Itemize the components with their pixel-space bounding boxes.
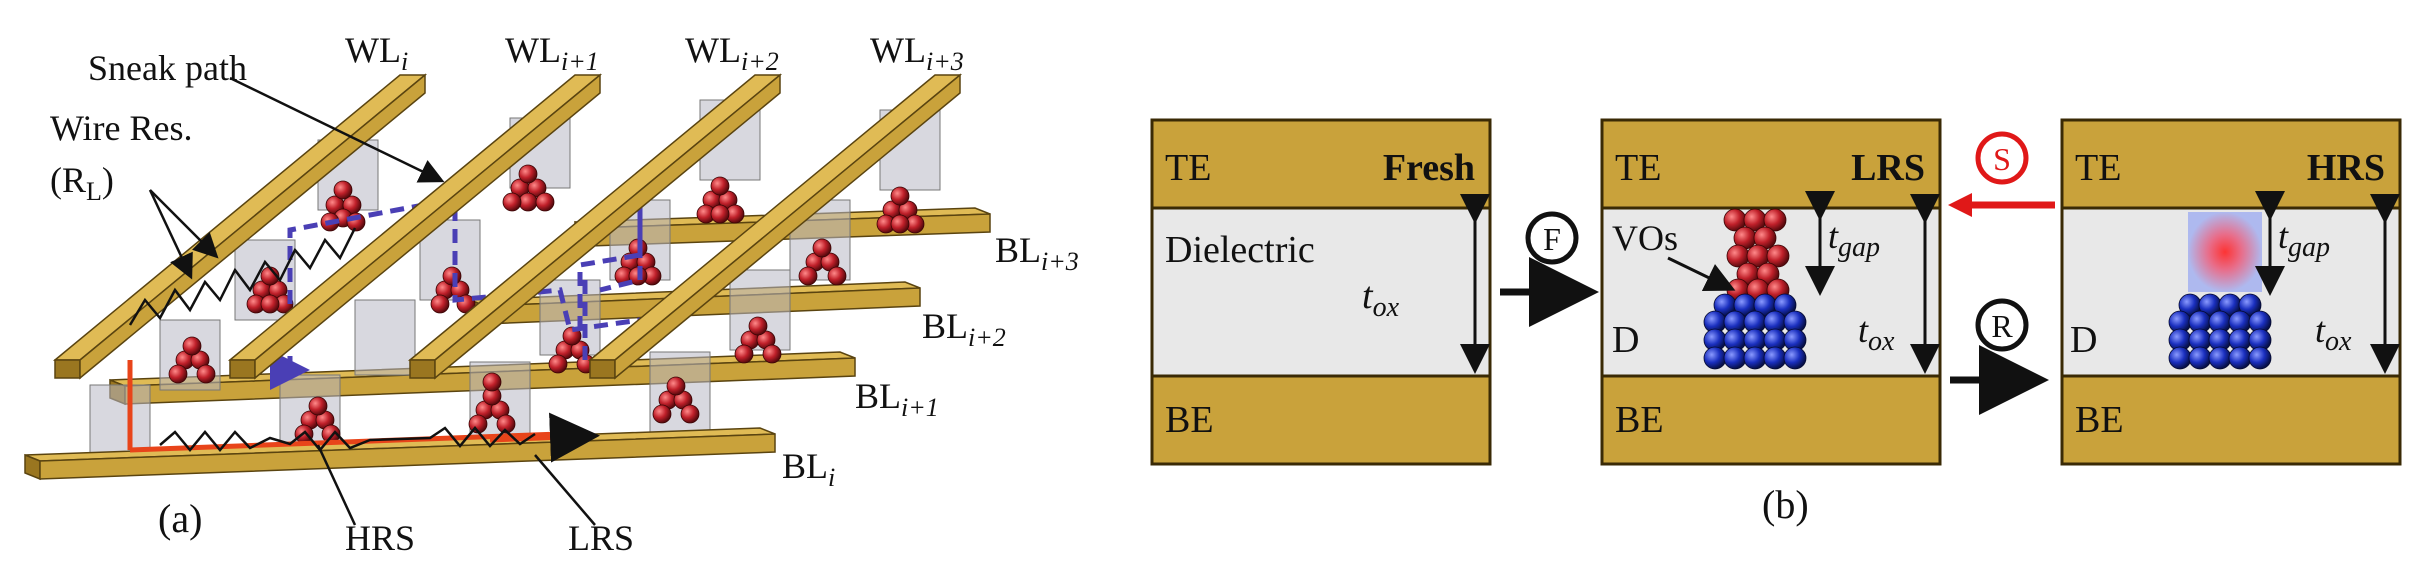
set-op: S [1948, 131, 2055, 217]
word-line-resistor [128, 227, 357, 326]
word-line-0 [52, 73, 428, 380]
reset-op: R [1950, 298, 2049, 415]
word-line-2 [407, 73, 783, 380]
hrs-tox-label: tox [2315, 310, 2352, 357]
word-line-label-0: WLi [345, 30, 408, 76]
bit-line-label-2: BLi+2 [922, 306, 1006, 352]
set-op-icon [1975, 131, 2029, 185]
lrs-te-label: TE [1615, 147, 1661, 189]
lrs-filament-blue [1703, 293, 1807, 370]
lrs-label: LRS [568, 518, 634, 558]
lrs-tgap-label: tgap [1828, 216, 1880, 263]
wire-res-symbol: (RL) [50, 160, 114, 206]
lrs-state-label: LRS [1851, 147, 1925, 189]
panel-b-caption: (b) [1762, 482, 1809, 527]
hrs-gap-glow [2188, 212, 2262, 292]
hrs-state-label: HRS [2307, 147, 2385, 189]
vos-label: VOs [1612, 218, 1678, 258]
word-line-1 [227, 73, 603, 380]
word-line-label-2: WLi+2 [685, 30, 779, 76]
set-arrow-head [1948, 193, 1972, 217]
crossbar-array [24, 73, 991, 526]
panel-a-labels: Sneak path Wire Res. (RL) WLi WLi+1 WLi+… [50, 30, 1079, 558]
wire-res-label: Wire Res. [50, 108, 193, 148]
fresh-te-label: TE [1165, 147, 1211, 189]
fresh-cell: TE Fresh Dielectric tox BE [1150, 118, 1492, 466]
dielectric-label: Dielectric [1165, 229, 1315, 271]
word-line-label-1: WLi+1 [505, 30, 599, 76]
hrs-cell: TE HRS tgap tox D BE [2060, 118, 2402, 466]
vos-arrow [1667, 256, 1736, 292]
word-line-label-3: WLi+3 [870, 30, 964, 76]
hrs-te-label: TE [2075, 147, 2121, 189]
lrs-d-label: D [1612, 319, 1639, 361]
bit-line-resistor [159, 426, 536, 452]
word-line-3 [587, 73, 963, 380]
forming-op-label: F [1543, 221, 1561, 257]
hrs-filament-blue [2168, 293, 2272, 370]
bit-line-label-0: BLi [782, 446, 835, 492]
set-op-label: S [1993, 141, 2011, 177]
lrs-be-label: BE [1615, 399, 1664, 441]
sneak-path-label: Sneak path [88, 48, 247, 88]
hrs-d-label: D [2070, 319, 2097, 361]
hrs-label: HRS [345, 518, 415, 558]
panel-a-caption: (a) [158, 496, 202, 541]
fresh-tox-label: tox [1362, 275, 1400, 323]
bit-line-label-3: BLi+3 [995, 230, 1079, 276]
fresh-be-label: BE [1165, 399, 1214, 441]
hrs-tgap-label: tgap [2278, 216, 2330, 263]
fresh-state-label: Fresh [1383, 147, 1475, 189]
reset-op-label: R [1991, 308, 2013, 344]
bit-line-label-1: BLi+1 [855, 376, 939, 422]
filament-clusters [168, 164, 925, 444]
annotation-lines [148, 76, 596, 526]
forming-op: F [1500, 211, 1599, 327]
lrs-cell: TE LRS VOs tgap tox D BE [1600, 118, 1942, 466]
lrs-filament-red [1723, 208, 1790, 302]
lrs-tox-label: tox [1858, 310, 1895, 357]
hrs-be-label: BE [2075, 399, 2124, 441]
